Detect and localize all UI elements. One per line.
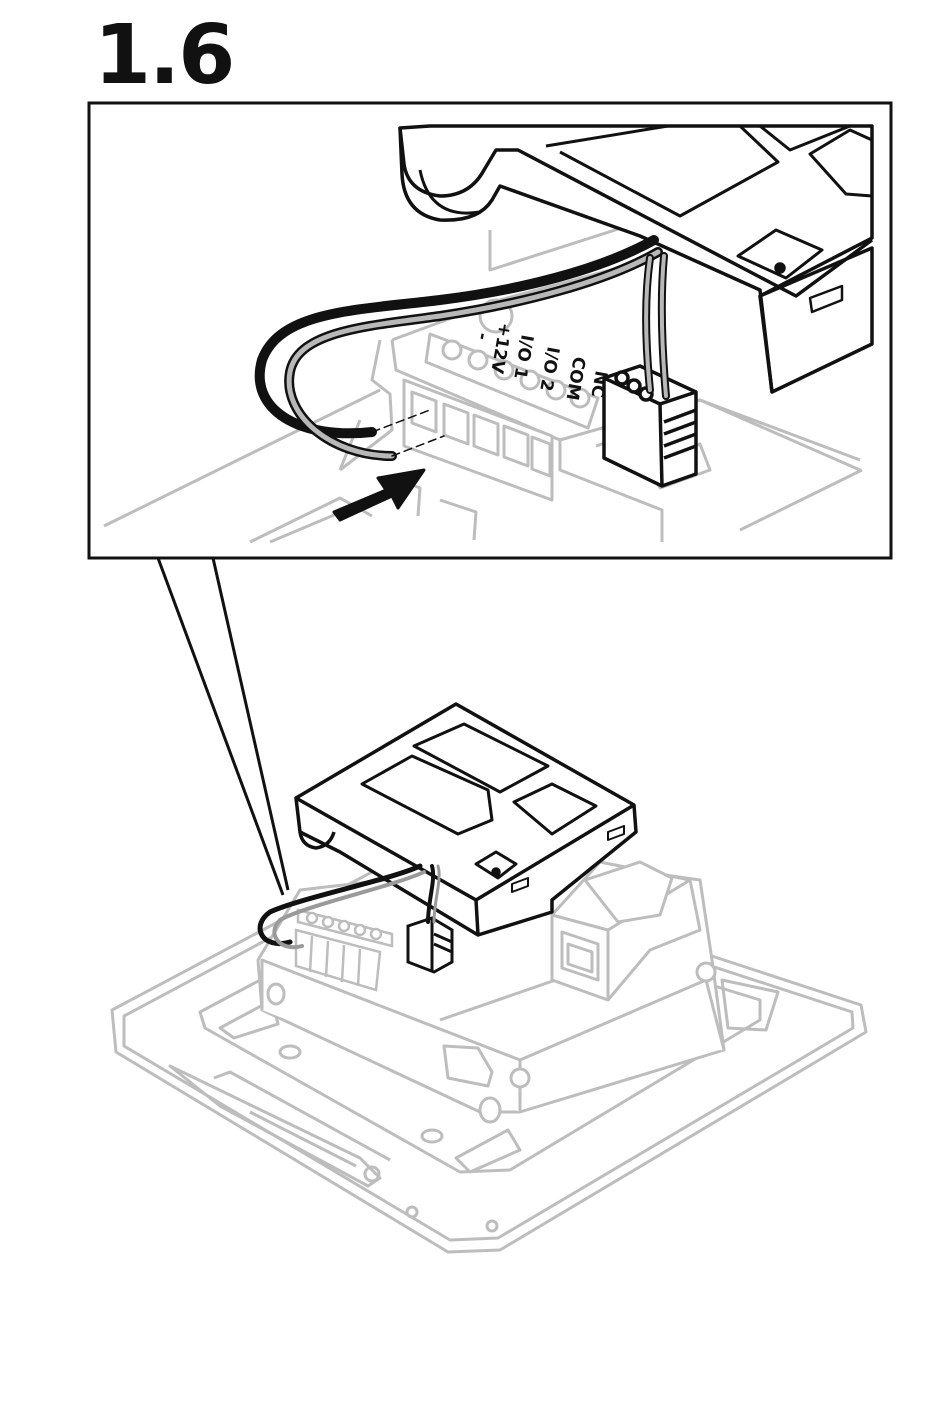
connector-plug-small	[408, 918, 452, 972]
overview-drawing	[112, 704, 866, 1252]
detail-callout: - +12V I/O 1 I/O 2 COM NC	[89, 103, 891, 558]
callout-leader	[158, 558, 288, 895]
